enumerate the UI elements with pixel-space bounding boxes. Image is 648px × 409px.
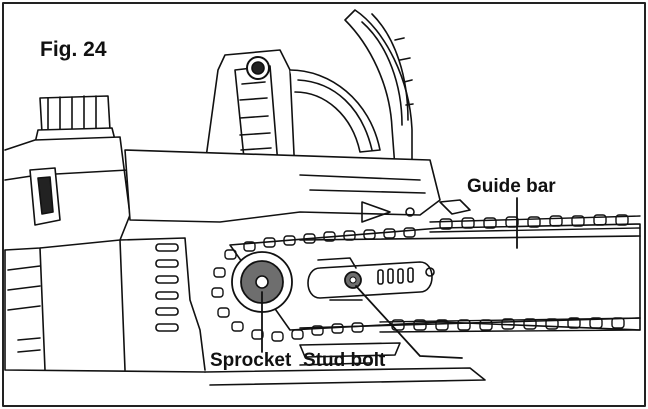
stud-bolt-label: Stud bolt	[303, 350, 386, 371]
chain-bottom	[379, 317, 641, 333]
knob	[39, 95, 111, 134]
vent-slots	[155, 243, 179, 332]
adjust-teeth	[377, 267, 414, 285]
clamp-plate	[299, 342, 401, 358]
guide-bar-label: Guide bar	[467, 176, 556, 197]
figure-title: Fig. 24	[40, 38, 107, 61]
bar-slot	[307, 261, 433, 299]
brake-arc	[289, 69, 381, 153]
chain-loop	[211, 227, 416, 342]
leader-stud-bolt	[355, 285, 463, 359]
side-cover	[124, 149, 441, 223]
motor-housing	[4, 136, 131, 251]
chain-top	[429, 214, 641, 233]
sprocket-label: Sprocket	[210, 350, 292, 371]
